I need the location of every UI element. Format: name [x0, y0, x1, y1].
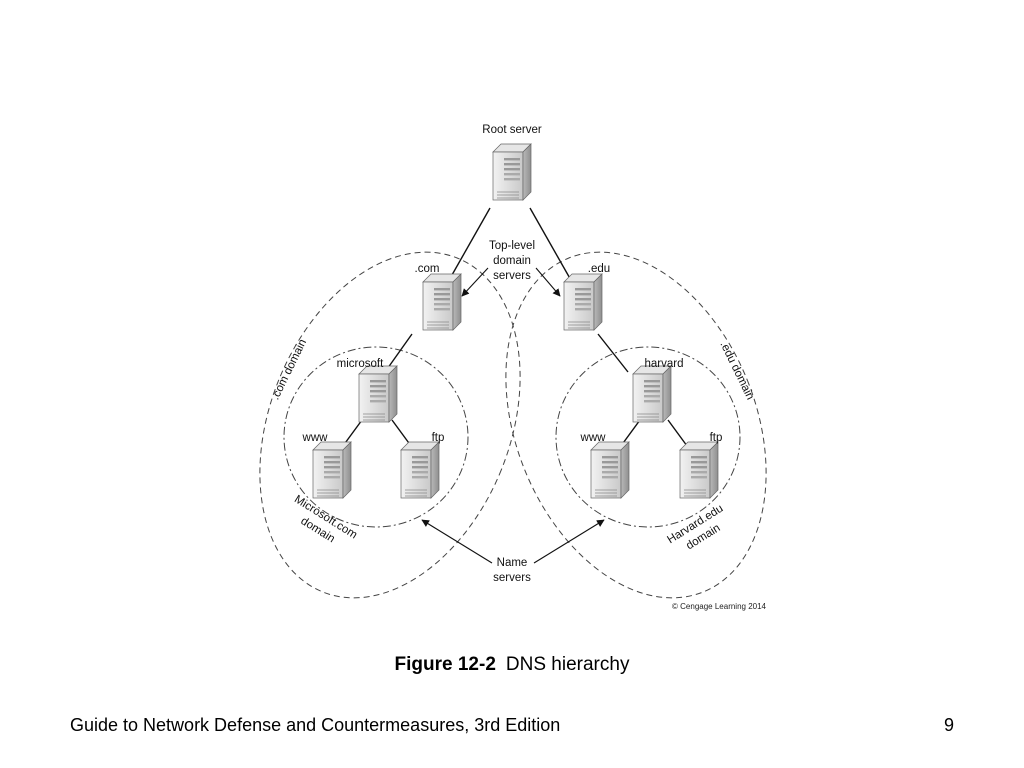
copyright-notice: © Cengage Learning 2014 — [672, 602, 767, 611]
edu-server-icon — [563, 273, 603, 331]
tld-label-line-1: Top-level — [489, 240, 535, 252]
com-domain-boundary — [259, 251, 521, 599]
link-root-com — [447, 207, 491, 283]
harvard-www-server-icon — [590, 441, 630, 499]
com-server-icon — [422, 273, 462, 331]
figure-title: DNS hierarchy — [505, 654, 630, 675]
figure-number: Figure 12-2 — [394, 654, 496, 675]
harvard-ftp-label: ftp — [710, 432, 723, 444]
microsoft-www-server-icon — [312, 441, 352, 499]
microsoft-server-icon — [358, 365, 398, 423]
com-server-label: .com — [415, 263, 440, 275]
microsoft-ftp-server-icon — [400, 441, 440, 499]
edu-domain-boundary — [505, 251, 767, 599]
arrow-ns-microsoft — [421, 519, 493, 564]
name-servers-label-line-2: servers — [493, 572, 531, 584]
microsoft-ftp-label: ftp — [432, 432, 445, 444]
root-server-label: Root server — [482, 124, 542, 136]
tld-label-line-3: servers — [493, 270, 531, 282]
harvard-www-label: www — [580, 432, 607, 444]
book-title: Guide to Network Defense and Countermeas… — [70, 715, 561, 735]
tld-label-line-2: domain — [493, 255, 531, 267]
link-edu-harvard — [597, 333, 629, 373]
com-domain-label: .com domain — [269, 337, 309, 401]
name-servers-label-line-1: Name — [497, 557, 528, 569]
arrow-ns-harvard — [533, 519, 605, 564]
arrow-tld-edu — [535, 267, 561, 297]
figure-caption: Figure 12-2 DNS hierarchy — [0, 654, 1024, 676]
harvard-ftp-server-icon — [679, 441, 719, 499]
harvard-server-icon — [632, 365, 672, 423]
dns-hierarchy-diagram: Root server Top-level domain servers .co… — [259, 124, 767, 611]
link-root-edu — [529, 207, 573, 283]
harvard-domain-boundary — [555, 346, 741, 528]
page-number: 9 — [943, 715, 954, 735]
microsoft-server-label: microsoft — [337, 358, 384, 370]
edu-domain-label: .edu domain — [717, 340, 756, 402]
edu-server-label: .edu — [588, 263, 610, 275]
microsoft-www-label: www — [302, 432, 329, 444]
microsoft-domain-boundary — [283, 346, 469, 528]
root-server-icon — [492, 143, 532, 201]
harvard-server-label: harvard — [645, 358, 684, 370]
arrow-tld-com — [461, 267, 489, 297]
